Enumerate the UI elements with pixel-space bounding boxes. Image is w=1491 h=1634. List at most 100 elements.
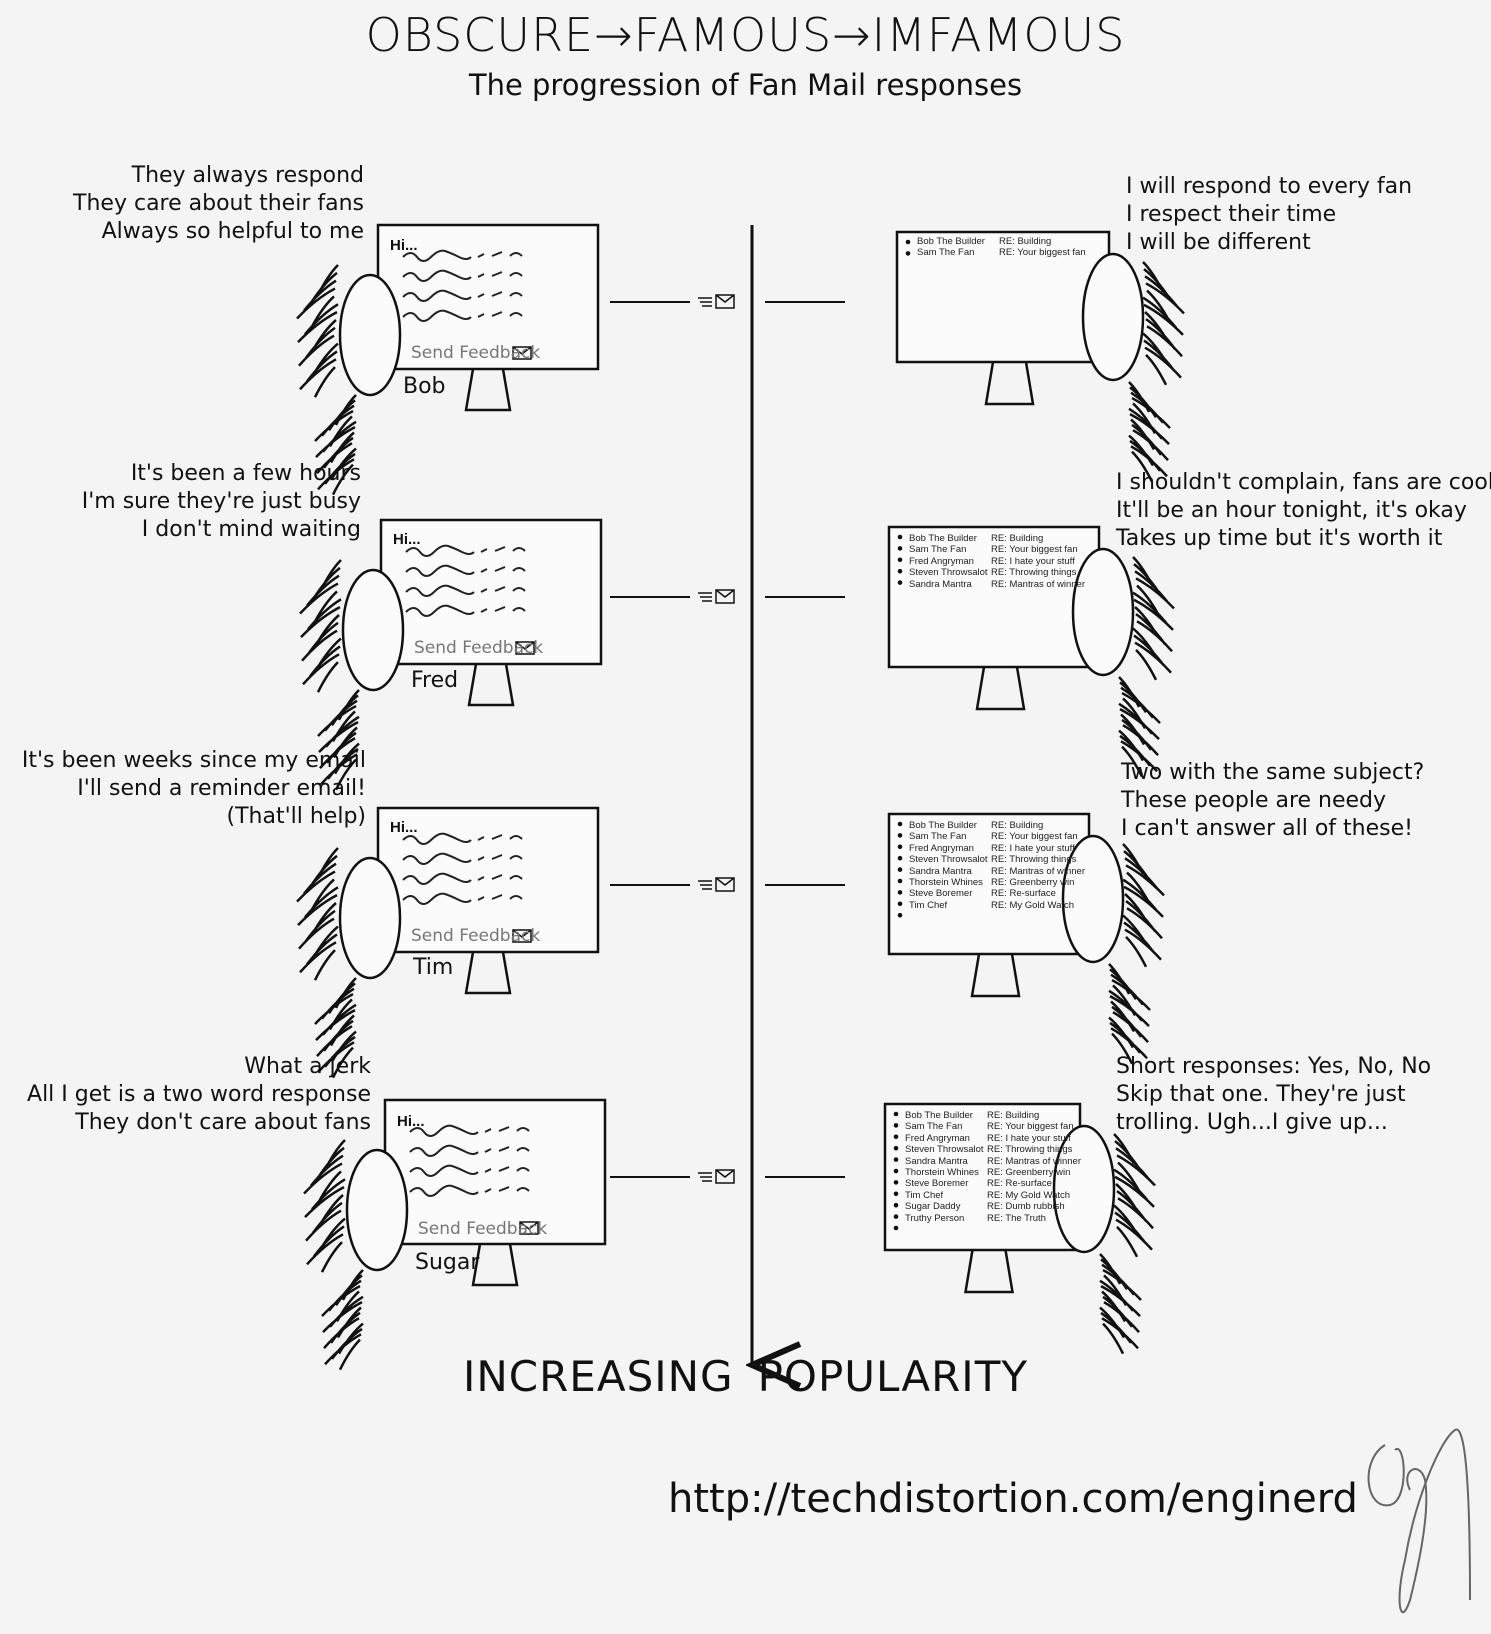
inbox-bullet	[905, 251, 911, 256]
inbox-bullet	[893, 1214, 899, 1219]
fan-thought-line: I don't mind waiting	[141, 517, 361, 542]
creator-head	[1052, 1124, 1116, 1254]
monitor-stand	[970, 953, 1021, 998]
site-url: http://techdistortion.com/enginerd	[668, 1476, 1358, 1522]
axis-label: INCREASING POPULARITY	[0, 1352, 1491, 1401]
inbox-sender: Thorstein Whines	[909, 877, 983, 889]
envelope-flap	[715, 294, 735, 303]
inbox-sender: Fred Angryman	[909, 555, 974, 567]
fan-head	[338, 856, 402, 980]
fan-monitor	[383, 1098, 607, 1246]
inbox-sender: Tim Chef	[909, 899, 948, 911]
mail-icon-flap	[519, 1221, 539, 1230]
monitor-stand	[964, 1249, 1014, 1294]
creator-thought-line: These people are needy	[1121, 788, 1387, 813]
inbox-row: Sugar Daddy RE: Dumb rubbish	[905, 1201, 1081, 1212]
inbox-sender: Sandra Mantra	[905, 1155, 968, 1167]
inbox-subject: RE: Throwing things	[991, 854, 1077, 866]
fan-thought-line: I'm sure they're just busy	[81, 489, 361, 514]
creator-hair	[1132, 556, 1175, 681]
creator-beard	[1128, 381, 1171, 483]
inbox-sender: Sam The Fan	[909, 831, 967, 843]
creator-thoughts-1: I will respond to every fan I respect th…	[1126, 173, 1412, 257]
inbox-sender: Bob The Builder	[905, 1110, 973, 1121]
scribbled-letter	[405, 544, 526, 617]
inbox-subject: RE: Mantras of winner	[991, 865, 1085, 877]
inbox-sender: Truthy Person	[905, 1212, 965, 1224]
fan-thought-line: They don't care about fans	[75, 1110, 371, 1135]
fan-hair	[303, 1139, 346, 1273]
fan-name-sugar: Sugar	[415, 1250, 480, 1275]
inbox-subject: RE: Re-surface	[987, 1178, 1052, 1190]
scribbled-letter	[402, 832, 523, 905]
creator-beard	[1118, 676, 1161, 778]
letter-greeting: Hi...	[393, 531, 421, 548]
fan-name-bob: Bob	[403, 374, 446, 399]
mail-icon-flap	[512, 346, 532, 355]
inbox-bullet	[893, 1202, 899, 1208]
inbox-subject: RE: Your biggest fan	[987, 1121, 1074, 1133]
inbox-sender: Sam The Fan	[917, 247, 975, 259]
creator-thought-line: It'll be an hour tonight, it's okay	[1116, 498, 1467, 523]
creator-thoughts-2: I shouldn't complain, fans are cool It'l…	[1116, 469, 1491, 553]
creator-thought-line: Skip that one. They're just	[1116, 1082, 1406, 1107]
inbox-sender: Sam The Fan	[909, 544, 967, 556]
inbox-sender: Steven Throwsalot	[905, 1144, 984, 1156]
envelope-icon	[715, 589, 735, 604]
mail-icon	[512, 929, 532, 943]
speed-lines	[698, 1172, 712, 1182]
inbox-subject: RE: I hate your stuff	[987, 1132, 1071, 1144]
inbox-subject: RE: Building	[991, 533, 1044, 544]
fan-head	[341, 568, 405, 692]
inbox-bullet	[897, 844, 903, 850]
inbox-subject: RE: Throwing things	[991, 567, 1077, 579]
creator-thoughts-4: Short responses: Yes, No, No Skip that o…	[1116, 1053, 1431, 1137]
inbox-sender: Bob The Builder	[909, 533, 977, 544]
inbox-sender: Sugar Daddy	[905, 1201, 961, 1213]
axis-label-left: INCREASING	[462, 1352, 734, 1401]
axis-label-right: POPULARITY	[757, 1352, 1029, 1401]
send-feedback-label: Send Feedback	[418, 1219, 548, 1239]
monitor-stand	[464, 368, 512, 412]
monitor-stand	[471, 1243, 519, 1287]
inbox-subject: RE: Building	[991, 820, 1044, 831]
envelope-flap	[715, 877, 735, 886]
inbox-sender: Sandra Mantra	[909, 865, 972, 877]
creator-head	[1061, 834, 1125, 964]
creator-thought-line: I will respond to every fan	[1126, 174, 1413, 199]
inbox-row: Sandra Mantra RE: Mantras of winner	[909, 866, 1085, 877]
speed-lines	[698, 880, 712, 890]
send-feedback-label: Send Feedback	[414, 638, 544, 658]
creator-thought-line: trolling. Ugh...I give up...	[1116, 1110, 1388, 1135]
creator-thought-line: I respect their time	[1126, 202, 1337, 227]
monitor-stand	[975, 666, 1026, 711]
fan-monitor	[379, 518, 603, 666]
inbox-bullet	[893, 1145, 899, 1151]
inbox-bullet	[893, 1111, 899, 1117]
envelope-flap	[715, 589, 735, 598]
signature	[1367, 1428, 1471, 1614]
inbox-subject: RE: Greenberry win	[987, 1167, 1071, 1179]
fan-thought-line: It's been a few hours	[130, 461, 361, 486]
inbox-subject: RE: Dumb rubbish	[987, 1201, 1065, 1213]
inbox-subject: RE: Re-surface	[991, 888, 1056, 900]
inbox-bullet	[893, 1168, 899, 1174]
fan-beard	[321, 1269, 364, 1371]
